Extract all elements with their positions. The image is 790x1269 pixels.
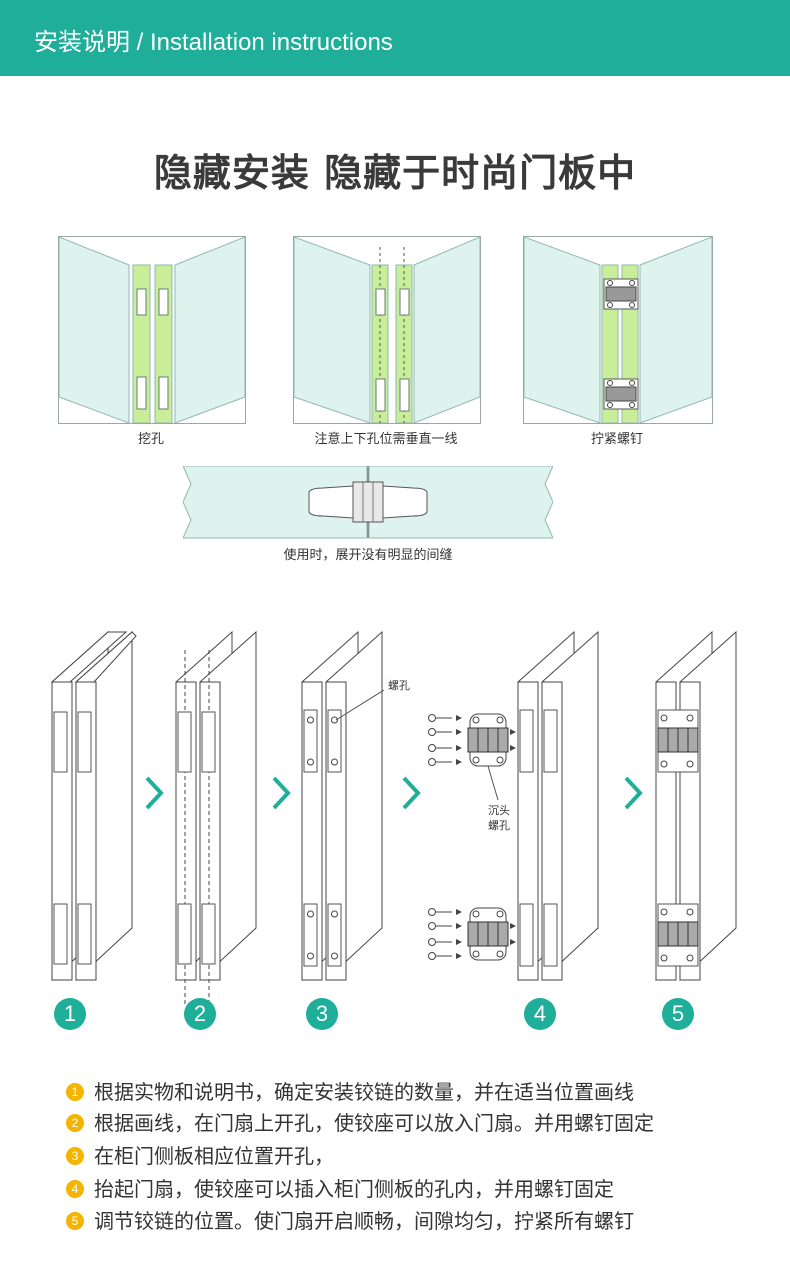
panel-drill-illustration bbox=[59, 237, 245, 423]
instruction-item: 1 根据实物和说明书，确定安装铰链的数量，并在适当位置画线 bbox=[66, 1076, 634, 1105]
instruction-item: 5 调节铰链的位置。使门扇开启顺畅，间隙均匀，拧紧所有螺钉 bbox=[66, 1205, 634, 1234]
panel-tighten bbox=[523, 236, 713, 424]
instruction-text: 调节铰链的位置。使门扇开启顺畅，间隙均匀，拧紧所有螺钉 bbox=[94, 1209, 634, 1233]
instruction-badge: 1 bbox=[66, 1083, 84, 1101]
open-door-caption: 使用时，展开没有明显的间缝 bbox=[283, 548, 453, 563]
step2-diagram bbox=[175, 630, 257, 1005]
step3-diagram bbox=[301, 630, 385, 982]
instruction-badge: 3 bbox=[66, 1147, 84, 1165]
instruction-badge: 4 bbox=[66, 1180, 84, 1198]
step1-diagram bbox=[50, 630, 137, 982]
step4-diagram bbox=[428, 630, 599, 982]
chevron-right-icon bbox=[145, 776, 164, 810]
step-number-5: 5 bbox=[662, 998, 694, 1030]
step5-diagram bbox=[655, 630, 737, 982]
instruction-text: 根据实物和说明书，确定安装铰链的数量，并在适当位置画线 bbox=[94, 1080, 634, 1104]
header-title: 安装说明 / Installation instructions bbox=[34, 29, 393, 56]
screw-hole-label: 螺孔 bbox=[388, 679, 410, 692]
instruction-item: 3 在柜门侧板相应位置开孔， bbox=[66, 1140, 334, 1169]
instruction-text: 根据画线，在门扇上开孔，使铰座可以放入门扇。并用螺钉固定 bbox=[94, 1111, 654, 1135]
instruction-badge: 2 bbox=[66, 1114, 84, 1132]
instruction-text: 抬起门扇，使铰座可以插入柜门侧板的孔内，并用螺钉固定 bbox=[94, 1177, 614, 1201]
instruction-badge: 5 bbox=[66, 1212, 84, 1230]
step-number-2: 2 bbox=[184, 998, 216, 1030]
panel-align bbox=[293, 236, 481, 424]
instruction-item: 2 根据画线，在门扇上开孔，使铰座可以放入门扇。并用螺钉固定 bbox=[66, 1107, 654, 1136]
panel-tighten-illustration bbox=[524, 237, 712, 423]
instruction-text: 在柜门侧板相应位置开孔， bbox=[94, 1144, 334, 1168]
chevron-right-icon bbox=[272, 776, 291, 810]
step-number-3: 3 bbox=[306, 998, 338, 1030]
chevron-right-icon bbox=[624, 776, 643, 810]
countersunk-label-1: 沉头 bbox=[488, 804, 510, 817]
countersunk-label-2: 螺孔 bbox=[488, 819, 510, 832]
panel-align-illustration bbox=[294, 237, 480, 423]
panel-align-caption: 注意上下孔位需垂直一线 bbox=[314, 432, 458, 447]
step-number-4: 4 bbox=[524, 998, 556, 1030]
step-number-1: 1 bbox=[54, 998, 86, 1030]
panel-tighten-caption: 拧紧螺钉 bbox=[590, 432, 643, 447]
panel-drill-caption: 挖孔 bbox=[137, 432, 164, 447]
header-bar: 安装说明 / Installation instructions bbox=[0, 0, 790, 76]
page-title: 隐藏安装 隐藏于时尚门板中 bbox=[153, 151, 637, 195]
open-door-illustration bbox=[183, 466, 553, 539]
instruction-item: 4 抬起门扇，使铰座可以插入柜门侧板的孔内，并用螺钉固定 bbox=[66, 1173, 614, 1202]
chevron-right-icon bbox=[402, 776, 421, 810]
panel-drill bbox=[58, 236, 246, 424]
